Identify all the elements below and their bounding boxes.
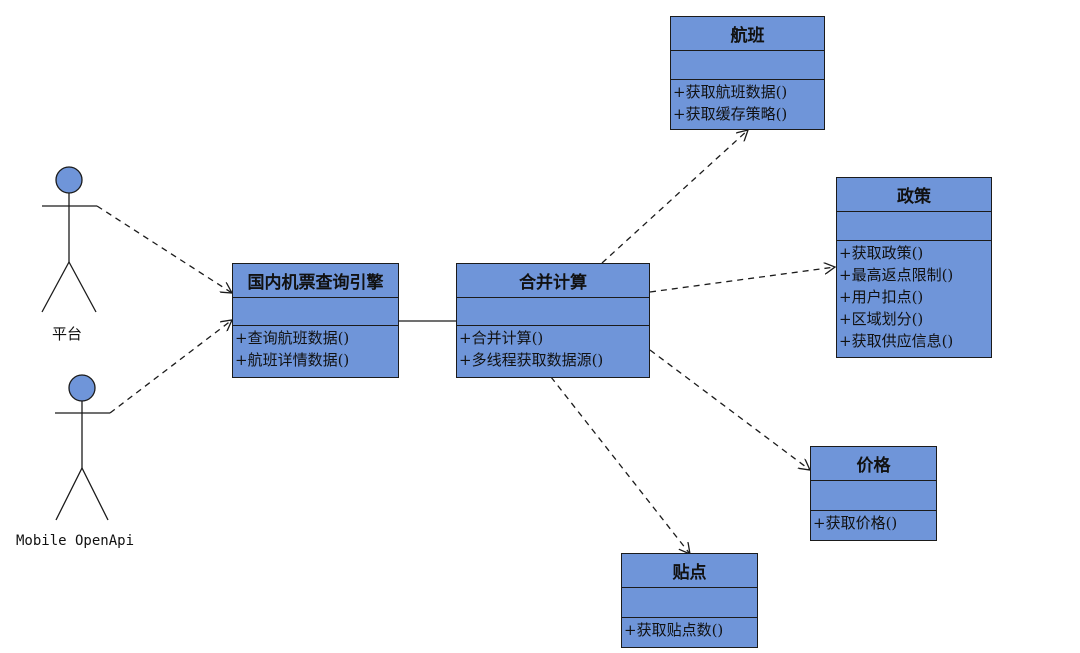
class-flight-operation: +获取缓存策略() [673, 105, 788, 123]
class-merge[interactable]: 合并计算 +合并计算() +多线程获取数据源() [456, 263, 650, 378]
actor-mobile-label: Mobile OpenApi [16, 533, 135, 549]
class-price[interactable]: 价格 +获取价格() [810, 446, 937, 541]
class-policy-operation: +获取政策() [839, 244, 924, 262]
class-merge-operation: +多线程获取数据源() [459, 351, 604, 369]
class-price-attributes [811, 481, 936, 511]
class-flight-name: 航班 [671, 17, 824, 51]
dependency-platform-engine [96, 205, 232, 293]
class-policy[interactable]: 政策 +获取政策() +最高返点限制() +用户扣点() +区域划分() +获取… [836, 177, 992, 358]
class-flight-attributes [671, 51, 824, 80]
dependency-merge-policy [649, 267, 835, 293]
class-tiedian-operation: +获取贴点数() [624, 621, 724, 639]
class-tiedian-name: 贴点 [622, 554, 757, 588]
actor-platform-figure [41, 166, 97, 313]
class-policy-name: 政策 [837, 178, 991, 212]
class-merge-attributes [457, 298, 649, 326]
class-merge-name: 合并计算 [457, 264, 649, 298]
actor-mobile-figure [55, 374, 110, 521]
class-policy-operation: +区域划分() [839, 310, 924, 328]
class-flight[interactable]: 航班 +获取航班数据() +获取缓存策略() [670, 16, 825, 130]
class-policy-attributes [837, 212, 991, 241]
class-merge-operation: +合并计算() [459, 329, 544, 347]
dependency-merge-flight [601, 130, 748, 264]
class-price-operation: +获取价格() [813, 514, 898, 532]
class-engine-attributes [233, 298, 398, 326]
class-tiedian[interactable]: 贴点 +获取贴点数() [621, 553, 758, 648]
class-tiedian-attributes [622, 588, 757, 618]
actor-platform-label: 平台 [52, 325, 83, 343]
class-policy-operation: +用户扣点() [839, 288, 924, 306]
dependency-merge-price [649, 349, 810, 470]
dependency-merge-tiedian [550, 376, 690, 554]
dependency-mobile-engine [109, 320, 232, 414]
class-engine-operation: +查询航班数据() [235, 329, 350, 347]
class-engine-operation: +航班详情数据() [235, 351, 350, 369]
class-price-name: 价格 [811, 447, 936, 481]
class-flight-operation: +获取航班数据() [673, 83, 788, 101]
class-policy-operation: +获取供应信息() [839, 332, 954, 350]
class-engine[interactable]: 国内机票查询引擎 +查询航班数据() +航班详情数据() [232, 263, 399, 378]
class-engine-name: 国内机票查询引擎 [233, 264, 398, 298]
class-policy-operation: +最高返点限制() [839, 266, 954, 284]
